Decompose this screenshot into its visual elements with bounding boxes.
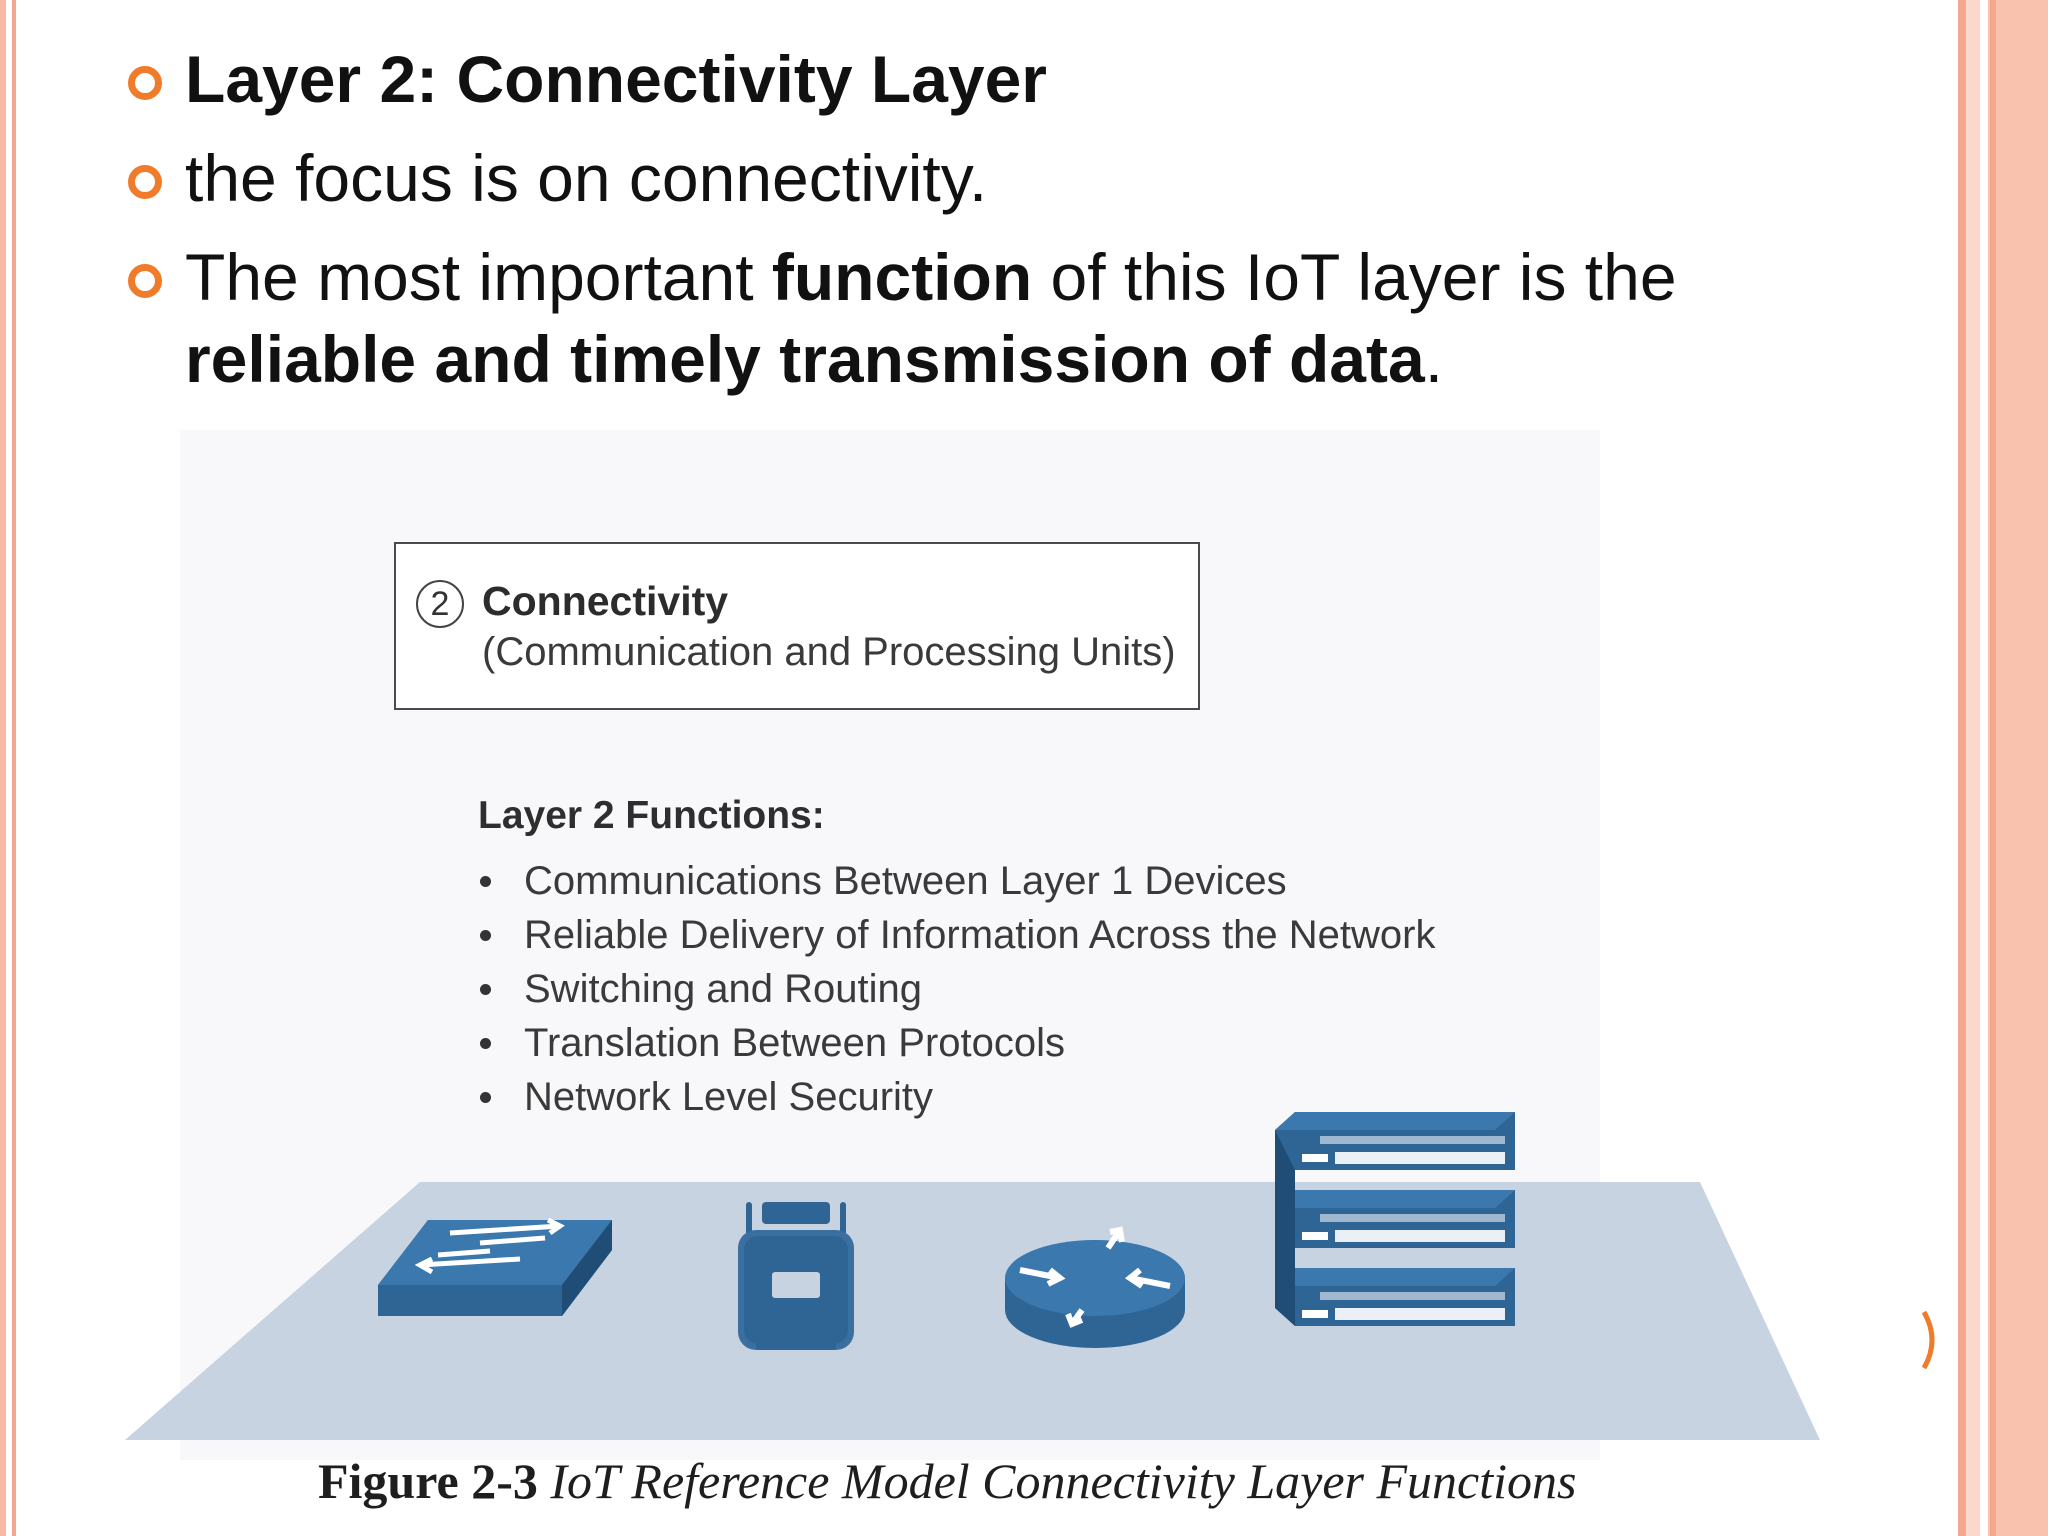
function-item-text: Translation Between Protocols (524, 1021, 1066, 1065)
bullet-circle-icon (128, 264, 162, 298)
function-item: Reliable Delivery of Information Across … (478, 908, 1435, 962)
slide-frame-right-band (1966, 0, 1980, 1536)
bullet-heading-text: Layer 2: Connectivity Layer (185, 42, 1047, 116)
server-unit-bottom (1275, 1268, 1515, 1326)
slide-frame-right-line (1958, 0, 1966, 1536)
device-platform (125, 1112, 1820, 1440)
slide-frame-right-strip (1988, 0, 2048, 1536)
router-icon (1005, 1226, 1185, 1348)
figure-caption-text: IoT Reference Model Connectivity Layer F… (550, 1453, 1577, 1509)
connectivity-subtitle: (Communication and Processing Units) (482, 630, 1176, 674)
bullet-circle-icon (128, 165, 162, 199)
bullet-function: The most important function of this IoT … (125, 236, 1925, 400)
connectivity-box: 2 Connectivity (Communication and Proces… (394, 542, 1200, 710)
function-item-text: Communications Between Layer 1 Devices (524, 859, 1287, 903)
bullet-dot-icon (480, 984, 491, 995)
slide-frame-right-gap (1980, 0, 1988, 1536)
bullet-function-part3: . (1424, 322, 1444, 396)
function-item-text: Network Level Security (524, 1075, 934, 1119)
bullet-focus-text: the focus is on connectivity. (185, 141, 988, 215)
bullet-function-part2: of this IoT layer is the (1032, 240, 1677, 314)
functions-title: Layer 2 Functions: (478, 794, 825, 837)
switch-icon (378, 1217, 612, 1316)
gateway-icon (738, 1202, 854, 1350)
bullet-focus: the focus is on connectivity. (125, 137, 1925, 219)
server-unit-middle (1275, 1190, 1515, 1248)
function-item: Switching and Routing (478, 962, 1435, 1016)
bullet-list: Layer 2: Connectivity Layer the focus is… (125, 38, 1925, 417)
figure-caption: Figure 2-3 IoT Reference Model Connectiv… (318, 1452, 1576, 1510)
bullet-dot-icon (480, 1038, 491, 1049)
bullet-dot-icon (480, 930, 491, 941)
bullet-dot-icon (480, 1092, 491, 1103)
bullet-dot-icon (480, 876, 491, 887)
function-item: Communications Between Layer 1 Devices (478, 854, 1435, 908)
slide-frame-right-edge (1990, 0, 1996, 1536)
function-item: Network Level Security (478, 1070, 1435, 1124)
bullet-circle-icon (128, 66, 162, 100)
function-item-text: Switching and Routing (524, 967, 923, 1011)
slide-frame-left-inner (12, 0, 16, 1536)
slide-frame-left (0, 0, 6, 1536)
connectivity-figure: 2 Connectivity (Communication and Proces… (120, 430, 1820, 1530)
server-rack-icon (1275, 1112, 1515, 1326)
bullet-function-bold2: reliable and timely transmission of data (185, 322, 1425, 396)
functions-list: Communications Between Layer 1 Devices R… (478, 854, 1435, 1124)
server-unit-top (1275, 1112, 1515, 1170)
figure-caption-number: Figure 2-3 (318, 1453, 538, 1509)
decorative-arc-icon (1921, 1310, 1935, 1370)
layer-number-badge: 2 (416, 580, 464, 628)
bullet-heading: Layer 2: Connectivity Layer (125, 38, 1925, 120)
function-item-text: Reliable Delivery of Information Across … (524, 913, 1436, 957)
function-item: Translation Between Protocols (478, 1016, 1435, 1070)
bullet-function-bold1: function (771, 240, 1033, 314)
connectivity-title: Connectivity (482, 578, 729, 624)
bullet-function-part1: The most important (185, 240, 772, 314)
